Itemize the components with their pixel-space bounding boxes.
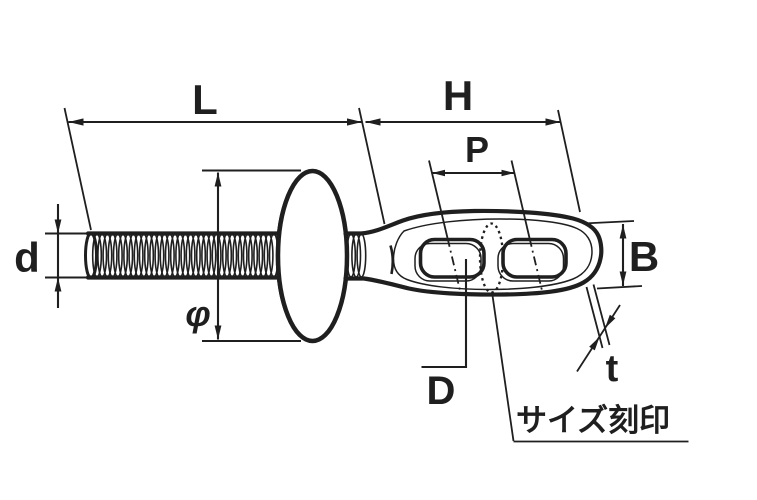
thread-line xyxy=(91,233,103,278)
dim-B-arrow-bottom xyxy=(619,271,627,286)
dim-L-arrow-left xyxy=(68,118,84,126)
thread-line xyxy=(123,233,134,278)
dim-H-arrow-right xyxy=(545,118,561,126)
label-D: D xyxy=(427,369,456,413)
label-phi: φ xyxy=(185,293,210,334)
dim-H: H xyxy=(365,72,581,213)
dim-P-centerline-right xyxy=(528,237,543,291)
leader-D: D xyxy=(421,259,468,413)
dim-t: t xyxy=(576,284,621,390)
thread-line xyxy=(185,233,196,278)
thread-line xyxy=(263,233,274,278)
thread-line xyxy=(154,233,165,278)
dim-B-arrow-top xyxy=(619,224,627,239)
thread-line xyxy=(232,233,243,278)
thread-line xyxy=(180,233,191,278)
dim-L-ext-left xyxy=(63,107,92,231)
thread-line xyxy=(227,233,238,278)
thread-line xyxy=(258,233,269,278)
dim-t-ext-2 xyxy=(592,284,611,346)
dim-t-arrow-lower xyxy=(589,336,600,351)
thread-line xyxy=(351,233,362,278)
thread-line xyxy=(221,233,233,278)
thread-line xyxy=(211,233,222,278)
dim-H-ext-right xyxy=(557,109,581,213)
thread-line xyxy=(242,233,253,278)
label-t: t xyxy=(606,348,619,390)
dim-P: P xyxy=(428,129,543,291)
dim-P-arrow-left xyxy=(432,169,445,177)
thread-line xyxy=(149,233,160,278)
slot-left xyxy=(418,237,486,279)
thread-line xyxy=(164,233,175,278)
label-size-stamp: サイズ刻印 xyxy=(516,403,670,438)
thread-line xyxy=(112,233,123,278)
thread-line xyxy=(206,233,217,278)
shank-threads-right xyxy=(345,233,367,278)
thread-line xyxy=(356,233,367,278)
paddle-head xyxy=(343,208,604,297)
dim-L-ext-right xyxy=(358,107,386,225)
dim-P-centerline-left xyxy=(446,237,461,291)
dim-L-arrow-right xyxy=(347,118,362,126)
dim-L: L xyxy=(63,76,386,231)
dim-P-arrow-right xyxy=(501,169,515,177)
thread-line xyxy=(138,233,149,278)
thread-line xyxy=(247,233,259,278)
thread-line xyxy=(169,233,181,278)
thread-line xyxy=(143,233,155,278)
dim-B: B xyxy=(582,220,659,290)
thread-line xyxy=(97,233,108,278)
leader-size-stamp: サイズ刻印 xyxy=(491,291,689,443)
thread-line xyxy=(107,233,118,278)
dim-phi-arrow-top xyxy=(214,172,222,187)
dim-phi: φ xyxy=(185,169,301,343)
leader-D-line xyxy=(421,259,468,369)
thread-line xyxy=(253,233,264,278)
label-d: d xyxy=(14,234,40,281)
thread-line xyxy=(201,233,212,278)
label-H: H xyxy=(443,72,473,119)
bolt-shank xyxy=(84,231,367,280)
dim-B-ext-top xyxy=(582,220,635,225)
dim-t-arrow-upper xyxy=(605,314,616,329)
dim-t-ext-1 xyxy=(585,286,604,349)
thread-line xyxy=(190,233,201,278)
dim-d: d xyxy=(14,204,91,308)
thread-line xyxy=(133,233,144,278)
flange xyxy=(275,168,350,344)
paddle-face-contour xyxy=(392,218,593,291)
label-B: B xyxy=(629,233,659,280)
thread-line xyxy=(175,233,186,278)
dim-d-arrow-bottom xyxy=(54,277,62,292)
label-P: P xyxy=(465,129,489,170)
shank-threads-left xyxy=(91,233,279,278)
leader-size-stamp-line xyxy=(491,291,515,442)
thread-line xyxy=(117,233,129,278)
neck-transition-line xyxy=(389,245,395,275)
dim-B-ext-bottom xyxy=(596,285,643,290)
flange-outline xyxy=(275,168,350,344)
dim-H-arrow-left xyxy=(365,118,381,126)
thread-line xyxy=(159,233,170,278)
dim-phi-arrow-bottom xyxy=(214,325,222,340)
dim-d-arrow-top xyxy=(54,219,62,234)
label-L: L xyxy=(192,76,218,123)
paddle-outline xyxy=(343,208,604,297)
thread-line xyxy=(128,233,139,278)
thread-line xyxy=(237,233,248,278)
thread-line xyxy=(102,233,113,278)
thread-line xyxy=(195,233,207,278)
